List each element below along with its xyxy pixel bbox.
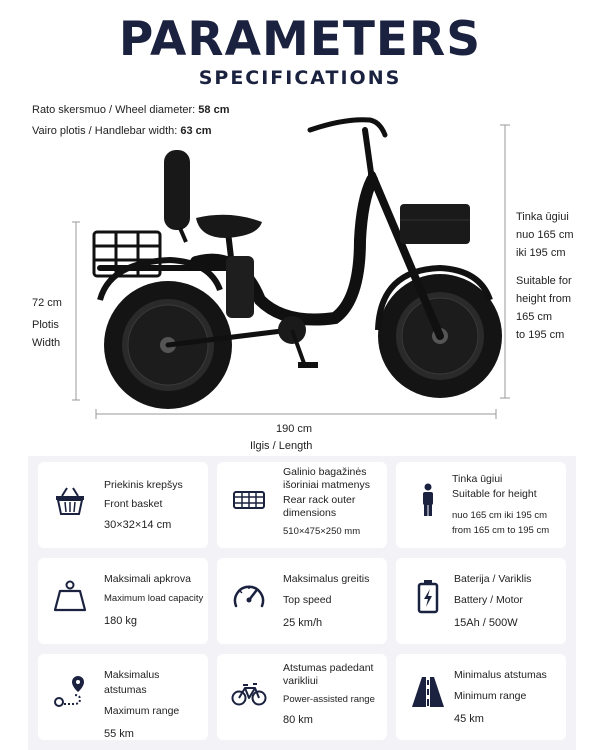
length-value: 190 cm	[276, 423, 313, 435]
seat	[196, 214, 262, 238]
width-dimension: 72 cm Plotis Width	[32, 297, 62, 349]
dimension-lines	[72, 124, 510, 419]
basket-icon	[56, 487, 84, 515]
page-title: PARAMETERS	[118, 12, 482, 67]
spec-card-battery: Baterija / Variklis Battery / Motor 15Ah…	[396, 558, 566, 644]
tricycle-illustration	[72, 117, 510, 419]
spec-grid: Priekinis krepšys Front basket 30×32×14 …	[28, 456, 576, 750]
spec-card-assisted-range: Atstumas padedant varikliui Power-assist…	[217, 654, 387, 740]
height-range-lt: Tinka ūgiui nuo 165 cm iki 195 cm	[516, 211, 574, 259]
battery	[226, 256, 254, 318]
spec-card-rear-rack: Galinio bagažinės išoriniai matmenys Rea…	[217, 462, 387, 548]
bicycle-icon	[231, 683, 267, 706]
route-icon	[54, 676, 84, 707]
height-range-en: Suitable for height from 165 cm to 195 c…	[516, 275, 572, 341]
page-subtitle: SPECIFICATIONS	[198, 67, 402, 89]
road-icon	[412, 677, 444, 707]
length-label: Ilgis / Length	[250, 440, 313, 452]
speedometer-icon	[233, 585, 265, 608]
battery-icon	[417, 580, 439, 614]
front-basket	[400, 204, 470, 244]
spec-card-front-basket: Priekinis krepšys Front basket 30×32×14 …	[38, 462, 208, 548]
rear-rack-icon	[233, 491, 265, 509]
spec-card-min-range: Minimalus atstumas Minimum range 45 km	[396, 654, 566, 740]
handlebar-width-spec: Vairo plotis / Handlebar width: 63 cm	[32, 125, 212, 137]
weight-icon	[53, 580, 87, 612]
spec-card-height: Tinka ūgiui Suitable for height nuo 165 …	[396, 462, 566, 548]
backrest	[164, 150, 190, 230]
spec-card-max-range: Maksimalus atstumas Maximum range 55 km	[38, 654, 208, 740]
wheel-diameter-spec: Rato skersmuo / Wheel diameter: 58 cm	[32, 104, 230, 116]
spec-card-top-speed: Maksimalus greitis Top speed 25 km/h	[217, 558, 387, 644]
spec-card-max-load: Maksimali apkrova Maximum load capacity …	[38, 558, 208, 644]
person-icon	[423, 483, 433, 516]
